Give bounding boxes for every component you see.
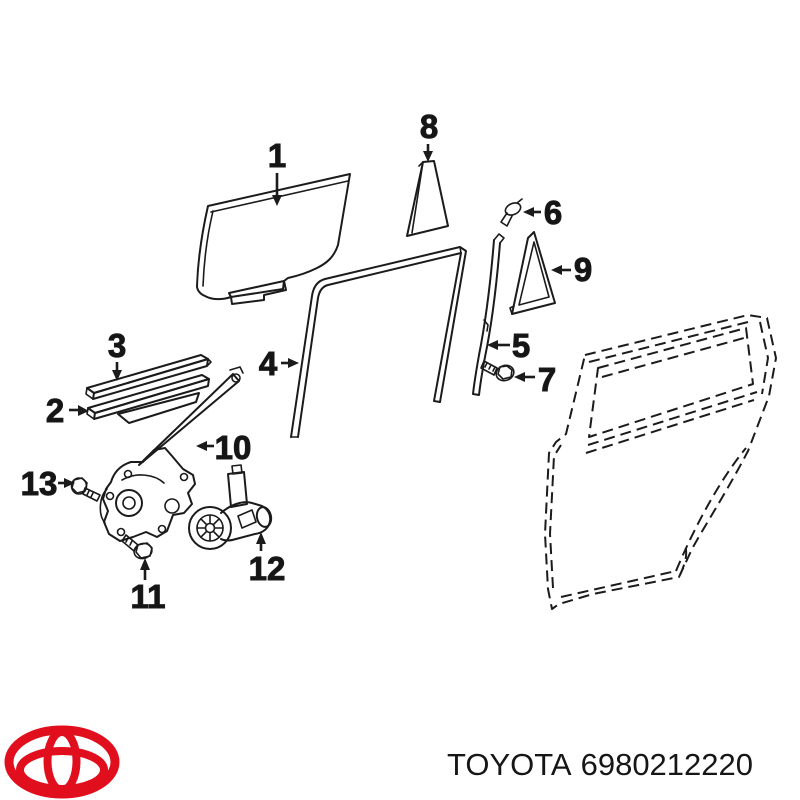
callout-8: 8 <box>419 108 439 162</box>
callout-6: 6 <box>523 194 563 232</box>
arrowhead <box>551 265 562 275</box>
arrowhead <box>196 441 207 451</box>
toyota-logo <box>4 725 120 799</box>
part-bolt-7 <box>480 360 515 382</box>
callout-label-8: 8 <box>420 108 438 145</box>
callout-label-13: 13 <box>21 465 58 502</box>
callout-11: 11 <box>130 558 166 616</box>
part-bolt-11 <box>121 534 153 560</box>
arrowhead <box>256 532 266 544</box>
brand-text: TOYOTA <box>447 747 572 782</box>
part-glass-run-channel <box>290 246 467 438</box>
callout-2: 2 <box>45 392 89 430</box>
callout-9: 9 <box>551 251 593 289</box>
part-number-text: 6980212220 <box>581 747 753 782</box>
callout-label-12: 12 <box>249 550 286 587</box>
part-quarter-weatherstrip <box>509 231 556 315</box>
callout-label-4: 4 <box>259 345 278 382</box>
callout-10: 10 <box>196 429 252 467</box>
callouts: 1 2 3 4 5 <box>20 108 593 616</box>
part-division-bar <box>472 233 505 396</box>
part-regulator-motor <box>188 464 273 550</box>
callout-4: 4 <box>258 345 299 383</box>
arrowhead <box>288 358 299 368</box>
callout-12: 12 <box>248 532 286 588</box>
diagram-lines: 1 2 3 4 5 <box>20 108 777 616</box>
callout-label-5: 5 <box>512 327 530 364</box>
callout-7: 7 <box>514 361 557 399</box>
arrowhead <box>64 478 75 488</box>
door-panel-outline <box>544 314 777 610</box>
arrowhead <box>272 195 282 206</box>
callout-label-6: 6 <box>544 194 562 231</box>
callout-1: 1 <box>267 137 287 206</box>
arrowhead <box>423 151 433 162</box>
arrowhead <box>140 558 150 570</box>
arrowhead <box>514 372 525 382</box>
part-belt-molding-inner <box>86 374 210 424</box>
part-door-glass <box>196 173 351 305</box>
callout-label-7: 7 <box>538 361 556 398</box>
callout-label-1: 1 <box>268 137 286 174</box>
callout-5: 5 <box>487 327 531 365</box>
callout-3: 3 <box>107 327 127 381</box>
callout-label-3: 3 <box>108 327 126 364</box>
arrowhead <box>523 207 534 217</box>
callout-label-10: 10 <box>215 429 252 466</box>
part-window-regulator <box>99 366 244 542</box>
callout-13: 13 <box>20 465 75 503</box>
arrowhead <box>112 370 122 381</box>
arrowhead <box>78 405 89 416</box>
callout-label-2: 2 <box>46 392 64 429</box>
footer-caption: TOYOTA 6980212220 <box>447 747 753 782</box>
callout-label-9: 9 <box>574 251 592 288</box>
part-bolt-13 <box>70 477 101 502</box>
part-clip <box>500 198 523 227</box>
arrowhead <box>487 340 498 350</box>
part-quarter-glass <box>406 160 449 237</box>
part-belt-molding-outer <box>85 354 212 400</box>
callout-label-11: 11 <box>131 578 166 615</box>
